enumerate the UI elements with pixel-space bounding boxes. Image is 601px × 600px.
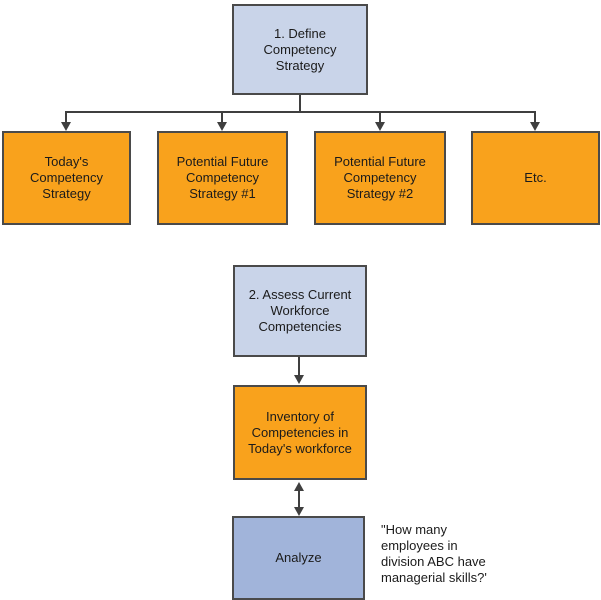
arrowhead-future2	[375, 122, 385, 131]
node-assess-label: 2. Assess Current Workforce Competencies	[248, 287, 352, 334]
arrowhead-etc	[530, 122, 540, 131]
node-todays-competency-strategy: Today's Competency Strategy	[2, 131, 131, 225]
node-potential-future-strategy-1: Potential Future Competency Strategy #1	[157, 131, 288, 225]
node-analyze-label: Analyze	[275, 550, 322, 565]
annotation-quote: "How many employees in division ABC have…	[381, 522, 487, 585]
node-analyze: Analyze	[232, 516, 365, 600]
node-inventory-of-competencies: Inventory of Competencies in Today's wor…	[233, 385, 367, 480]
node-etc-label: Etc.	[524, 170, 547, 185]
node-today-label: Today's Competency Strategy	[30, 154, 103, 201]
arrowhead-up-inventory	[294, 482, 304, 491]
arrowhead-down-analyze	[294, 507, 304, 516]
arrowhead-today	[61, 122, 71, 131]
node-define-label: 1. Define Competency Strategy	[263, 25, 337, 73]
arrowhead-future1	[217, 122, 227, 131]
node-define-competency-strategy: 1. Define Competency Strategy	[232, 4, 368, 95]
arrowhead-inventory	[294, 375, 304, 384]
node-assess-current-workforce: 2. Assess Current Workforce Competencies	[233, 265, 367, 357]
node-inventory-label: Inventory of Competencies in Today's wor…	[248, 408, 352, 456]
node-future2-label: Potential Future Competency Strategy #2	[334, 154, 426, 201]
node-potential-future-strategy-2: Potential Future Competency Strategy #2	[314, 131, 446, 225]
node-etc: Etc.	[471, 131, 600, 225]
node-future1-label: Potential Future Competency Strategy #1	[176, 154, 269, 201]
